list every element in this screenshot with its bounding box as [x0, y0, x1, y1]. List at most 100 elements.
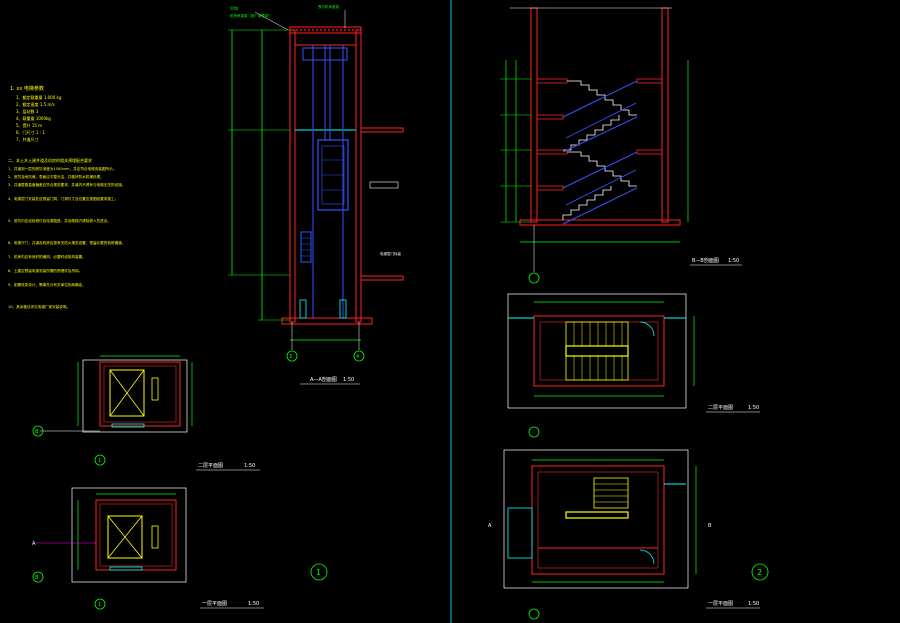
- plan-lower-sheet2: A B 一层平面图 1:50: [488, 449, 760, 620]
- railing-2: [565, 169, 637, 206]
- plan-wall-inner: [103, 365, 177, 423]
- section-b-scale: 1:50: [728, 258, 739, 264]
- stair-wall-left: [530, 7, 538, 223]
- landing-4: [636, 78, 663, 84]
- stair-flight: [593, 477, 629, 509]
- flight-3: [563, 115, 620, 151]
- plan-outline: [503, 449, 689, 589]
- door-swing: [639, 321, 655, 337]
- traction-machine: [302, 47, 348, 61]
- note-para-7: 7、机房内应有良好的通风，必要时设排风装置。: [8, 254, 86, 259]
- section-a-a: 3 4 吊钩 机房承重梁（按厂家要求） 曳引机承重梁 电梯层门标高 A—A剖面图…: [228, 4, 404, 385]
- plan-upper-scale: 1:50: [748, 405, 759, 411]
- shaft-wall-left: [289, 29, 296, 323]
- grid-label-4: 4: [356, 354, 359, 360]
- stringer-3: [562, 116, 638, 153]
- flight-4: [567, 80, 637, 116]
- plan-wall-outer: [533, 315, 665, 387]
- plan-wall-inner: [537, 471, 659, 569]
- car-x-2: [109, 369, 145, 417]
- plan-outline: [507, 293, 687, 409]
- axis-bottom-label: 1: [98, 602, 101, 608]
- sheet-number-2-bubble: [751, 563, 769, 581]
- stair-well: [565, 345, 629, 357]
- note-para-10: 10、其余做法详见电梯厂家安装说明。: [8, 304, 70, 309]
- ground-slab: [519, 219, 681, 226]
- section-b-title: B—B剖面图: [692, 257, 719, 264]
- note-para-3: 3、井道壁垂直度偏差应符合规范要求，井道内不得有与电梯无关的设施。: [8, 182, 125, 187]
- callout-right: 电梯层门标高: [380, 251, 401, 256]
- spec-line-2: 2、额定速度 1.5 m/s: [16, 101, 55, 107]
- pit-buffer-2: [339, 299, 347, 319]
- section-b-b: B—B剖面图 1:50: [500, 7, 742, 284]
- plan-wall-outer: [531, 465, 665, 575]
- stair-handrail: [565, 511, 629, 519]
- plan-lower-scale: 1:50: [248, 601, 259, 607]
- note-para-2: 2、底坑及地坑墙，表面应平整光洁，并做好防水防潮处理。: [8, 174, 104, 179]
- plan-outline: [71, 487, 187, 583]
- flight-2: [567, 151, 637, 187]
- stair-flight-upper: [565, 321, 629, 347]
- elevator-car: [317, 139, 349, 211]
- plan-upper-scale: 1:50: [244, 463, 255, 469]
- plan-upper-title: 二层平面图: [708, 405, 733, 411]
- railing-1: [565, 102, 637, 139]
- spec-line-6: 6、门尺寸 1 : 1: [16, 129, 45, 135]
- grid-label-3: 3: [289, 354, 292, 360]
- axis-bubble: [528, 608, 540, 620]
- plan-wall-inner: [539, 321, 659, 381]
- landing-3: [536, 114, 564, 120]
- stringer-1: [562, 187, 638, 225]
- stringer-2: [562, 151, 638, 189]
- counterweight: [300, 231, 312, 263]
- axis-bottom-bubble: [94, 454, 106, 466]
- grid-bubble-4: [353, 350, 365, 362]
- note-para-9: 9、如需改变设计，需事先与有关单位协商确定。: [8, 282, 86, 287]
- note-para-5: 5、底坑内应设检修灯及电源插座，并设爬梯方便检修人员进出。: [8, 218, 111, 223]
- callout-top-right: 曳引机承重梁: [318, 4, 339, 9]
- landing-1: [536, 185, 564, 191]
- plan-lower-title: 一层平面图: [202, 601, 227, 607]
- counterweight-plan: [151, 525, 159, 549]
- notes-title: 1. xx 电梯参数: [10, 85, 44, 92]
- axis-b-bubble: [32, 571, 44, 583]
- door-sill: [109, 566, 143, 571]
- elevator-car-plan: [109, 369, 145, 417]
- axis-b-label: B: [35, 429, 39, 435]
- spec-line-4: 4、载重量 1000kg: [16, 115, 51, 121]
- axis-a-label: A: [32, 541, 36, 547]
- note-para-4: 4、电梯层门安装处应预留门洞，门洞尺寸及位置应按图纸要求施工。: [8, 196, 118, 201]
- plan-lower-scale: 1:50: [748, 601, 759, 607]
- car-x-2: [107, 515, 143, 559]
- axis-label-left: A: [488, 523, 492, 529]
- plan-wall-outer: [99, 361, 181, 427]
- plan-wall-inner: [99, 503, 173, 567]
- landing-door-mark: [369, 181, 399, 189]
- axis-b-bubble: [32, 425, 44, 437]
- entrance-canopy: [507, 507, 533, 559]
- door-sill: [111, 423, 145, 428]
- counterweight-plan: [151, 377, 159, 401]
- notes-section-title: 二、本土木土建井道及机房的相关预埋配合要求: [8, 157, 92, 163]
- axis-bottom-label: 1: [98, 458, 101, 464]
- spec-line-3: 3、层站数 3: [16, 108, 39, 114]
- landing-2: [636, 149, 663, 155]
- plan-lower-title: 一层平面图: [708, 601, 733, 607]
- callout-leader-1: [254, 11, 289, 31]
- slab-level-1: [360, 275, 404, 281]
- spec-line-5: 5、提升 15 m: [16, 122, 42, 128]
- spec-line-7: 7、井道尺寸: [16, 136, 39, 142]
- plan-upper-sheet1: B 1 二层平面图 1:50: [32, 355, 260, 471]
- callout-top-left: 吊钩: [230, 5, 238, 11]
- callout-top-left-2: 机房承重梁（按厂家要求）: [230, 13, 272, 18]
- grid-bubble-3: [286, 350, 298, 362]
- plan-upper-title: 二层平面图: [198, 463, 223, 469]
- note-para-6: 6、电梯厅门，井道及机房应按有关防火规范设置，预留必要的检修通道。: [8, 240, 125, 245]
- section-a-title: A—A剖面图: [310, 376, 337, 383]
- sheet-number-2: 2: [757, 568, 762, 577]
- notes-block: 1. xx 电梯参数 1、额定载重量 1,000 kg 2、额定速度 1.5 m…: [8, 85, 125, 309]
- pit-floor: [281, 317, 373, 325]
- sheet-number-1-bubble: [310, 563, 328, 581]
- section-a-scale: 1:50: [343, 377, 354, 383]
